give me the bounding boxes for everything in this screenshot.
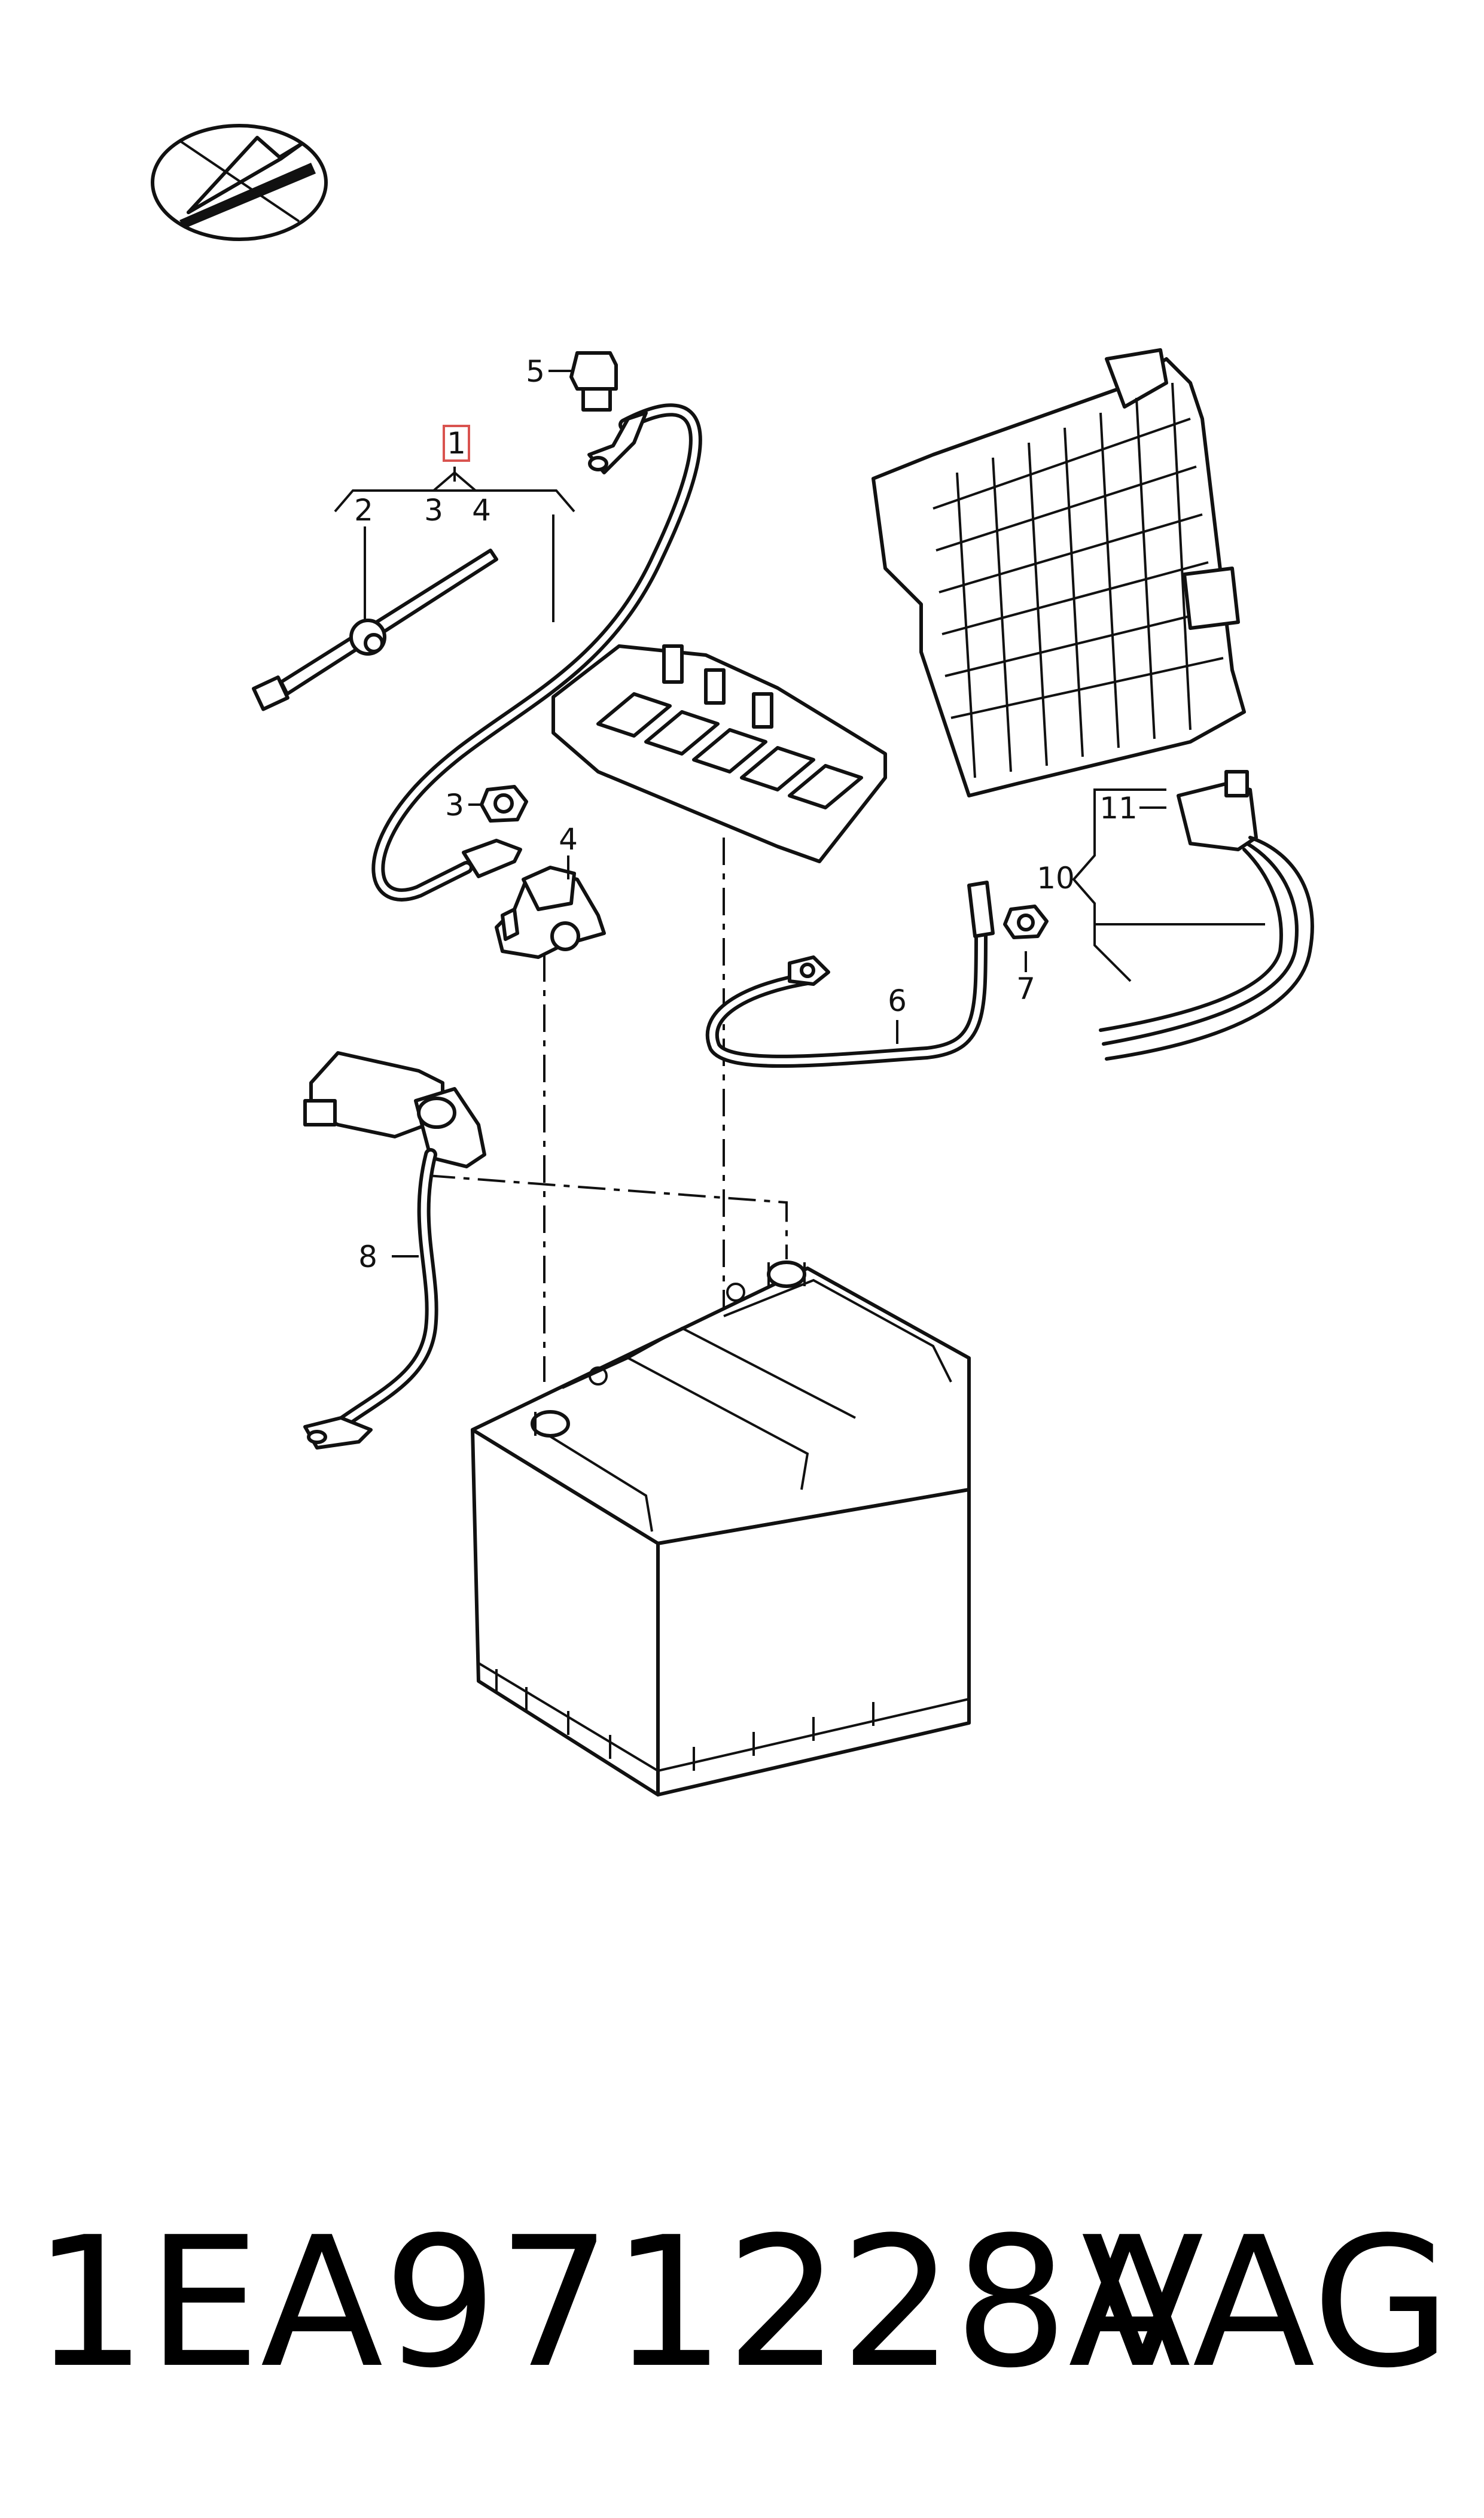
callout-1: 1 xyxy=(447,426,466,461)
brand-name: VAG xyxy=(1081,2199,1451,2407)
cable-tie-2 xyxy=(252,549,498,711)
callout-4b: 4 xyxy=(559,822,578,857)
nut-3 xyxy=(480,785,528,823)
battery xyxy=(471,1260,971,1797)
callout-5: 5 xyxy=(526,354,545,389)
callout-4a: 4 xyxy=(472,493,491,528)
cable-6 xyxy=(705,881,995,1068)
callout-8: 8 xyxy=(358,1240,377,1274)
battery-holder xyxy=(551,644,887,863)
parts-diagram: 1 2 3 4 5 3 4 6 7 8 10 11 xyxy=(151,124,1314,1797)
clamp-4 xyxy=(495,866,606,959)
nut-7 xyxy=(1003,905,1049,939)
connector-harness-10 xyxy=(1072,770,1314,1061)
ground-cable-1 xyxy=(371,403,702,902)
callout-11: 11 xyxy=(1099,791,1138,826)
callout-leaders xyxy=(334,370,1166,1258)
terminal-cable-8 xyxy=(303,1051,486,1450)
assembly-lines xyxy=(427,838,788,1382)
part-number: 1EA971228A xyxy=(33,2199,1192,2407)
callout-3a: 3 xyxy=(424,493,443,528)
callout-6: 6 xyxy=(888,984,907,1018)
fuse-box xyxy=(871,348,1246,797)
callout-2: 2 xyxy=(354,493,373,528)
callout-highlight-box xyxy=(443,425,470,462)
footer: 1EA971228A VAG xyxy=(0,2178,1484,2429)
bolt-5 xyxy=(569,351,618,412)
compass-emblem-icon xyxy=(151,124,328,241)
callout-3b: 3 xyxy=(445,788,464,823)
callout-7: 7 xyxy=(1016,972,1035,1006)
callout-10: 10 xyxy=(1037,861,1075,896)
